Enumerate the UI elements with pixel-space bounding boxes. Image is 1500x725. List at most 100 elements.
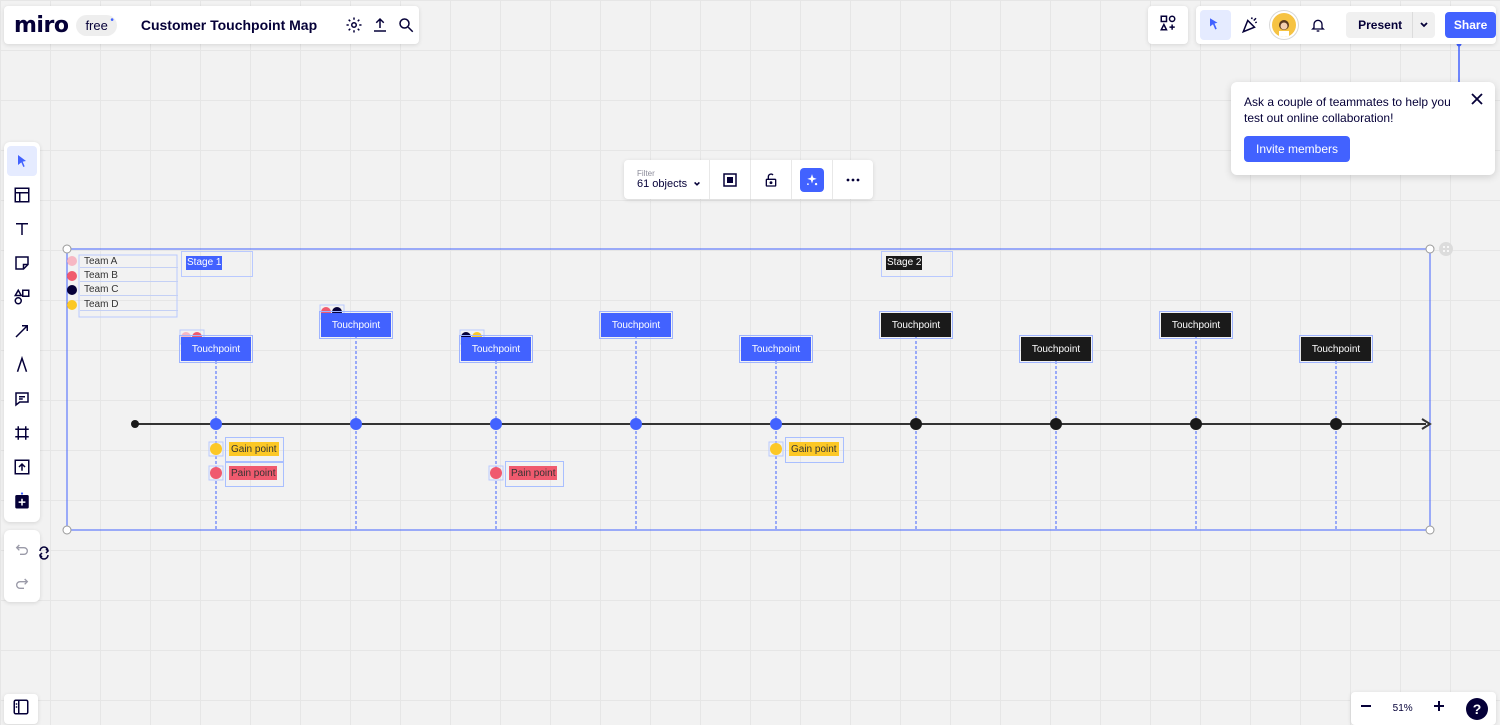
share-button[interactable]: Share: [1445, 12, 1496, 38]
celebrate-icon[interactable]: [1234, 10, 1265, 40]
pen-icon[interactable]: [7, 350, 37, 380]
select-icon[interactable]: [7, 146, 37, 176]
pain-point-note[interactable]: Pain point: [229, 466, 278, 480]
chevron-down-icon: [694, 181, 701, 186]
stage-1-text: Stage 1: [186, 256, 223, 270]
touchpoint-card[interactable]: Touchpoint: [879, 311, 953, 339]
legend-label: Team C: [80, 284, 178, 296]
present-label: Present: [1358, 18, 1403, 32]
comment-icon[interactable]: [7, 384, 37, 414]
legend-item[interactable]: Team C: [80, 284, 178, 296]
zoom-out-icon[interactable]: [1359, 699, 1373, 718]
legend-dot-team-a: [67, 256, 77, 266]
legend-frame[interactable]: [78, 254, 178, 318]
timeline-dot: [1330, 418, 1342, 430]
fit-to-frame-icon[interactable]: [710, 160, 751, 199]
popover-text: Ask a couple of teammates to help you te…: [1244, 95, 1451, 125]
legend-label: Team D: [80, 299, 178, 311]
stage-1-label[interactable]: Stage 1: [181, 251, 253, 277]
invite-popover: Ask a couple of teammates to help you te…: [1231, 82, 1495, 175]
filter-dropdown[interactable]: Filter 61 objects: [624, 160, 710, 199]
board-title[interactable]: Customer Touchpoint Map: [140, 17, 318, 33]
timeline-dot: [1190, 418, 1202, 430]
close-icon[interactable]: [1469, 91, 1485, 107]
timeline-start-dot: [131, 420, 139, 428]
plan-badge[interactable]: free: [76, 14, 117, 36]
templates-icon[interactable]: [7, 180, 37, 210]
bell-icon[interactable]: [1303, 10, 1334, 40]
sidebar-icon: [12, 698, 30, 721]
legend-dot-team-c: [67, 285, 77, 295]
resize-handle-bottom-left[interactable]: [62, 525, 72, 535]
pain-dot[interactable]: [490, 467, 502, 479]
reactions-icon[interactable]: [1200, 10, 1232, 40]
help-icon[interactable]: ?: [1465, 697, 1488, 720]
creation-toolbar: [4, 142, 40, 522]
present-button[interactable]: Present: [1346, 12, 1436, 38]
move-handle-icon[interactable]: [1439, 242, 1453, 256]
resize-handle-bottom-right[interactable]: [1425, 525, 1435, 535]
search-icon[interactable]: [397, 12, 415, 38]
connection-line-icon[interactable]: [7, 316, 37, 346]
gain-point-note[interactable]: Gain point: [229, 442, 279, 456]
note-frame: [225, 437, 284, 463]
legend-item[interactable]: Team D: [80, 299, 178, 311]
note-frame: [225, 461, 284, 487]
timeline-dot: [490, 418, 502, 430]
stage-2-label[interactable]: Stage 2: [881, 251, 953, 277]
legend-item[interactable]: Team A: [80, 256, 178, 268]
chevron-down-icon[interactable]: [1412, 12, 1435, 38]
touchpoint-card[interactable]: Touchpoint: [459, 335, 533, 363]
collaboration-bar: Present Share: [1196, 6, 1496, 44]
timeline-dot: [1050, 418, 1062, 430]
touchpoint-card[interactable]: Touchpoint: [599, 311, 673, 339]
zoom-level[interactable]: 51%: [1392, 703, 1413, 714]
touchpoint-card[interactable]: Touchpoint: [1299, 335, 1373, 363]
magic-icon[interactable]: [792, 160, 833, 199]
touchpoint-card[interactable]: Touchpoint: [739, 335, 813, 363]
selection-toolbar: Filter 61 objects: [624, 160, 873, 199]
shapes-icon[interactable]: [7, 282, 37, 312]
board-header: miro free Customer Touchpoint Map: [4, 6, 419, 44]
sticky-note-icon[interactable]: [7, 248, 37, 278]
resize-handle-top-left[interactable]: [62, 244, 72, 254]
touchpoint-card[interactable]: Touchpoint: [1159, 311, 1233, 339]
timeline-dots: [210, 418, 1342, 430]
note-frame: [785, 437, 844, 463]
user-avatar[interactable]: [1269, 10, 1300, 40]
selection-frame[interactable]: [66, 248, 1431, 531]
settings-icon[interactable]: [345, 12, 363, 38]
redo-icon[interactable]: [7, 568, 37, 598]
upload-icon[interactable]: [7, 452, 37, 482]
more-options-icon[interactable]: [833, 160, 873, 199]
apps-button[interactable]: [1148, 6, 1188, 44]
legend-item[interactable]: Team B: [80, 270, 178, 282]
touchpoint-card[interactable]: Touchpoint: [1019, 335, 1093, 363]
history-toolbar: [4, 530, 40, 602]
touchpoint-card[interactable]: Touchpoint: [319, 311, 393, 339]
zoom-in-icon[interactable]: [1432, 699, 1446, 718]
filter-count: 61 objects: [637, 178, 688, 190]
resize-handle-top-right[interactable]: [1425, 244, 1435, 254]
add-apps-icon[interactable]: [7, 486, 37, 516]
miro-logo[interactable]: miro: [14, 12, 69, 38]
timeline-dot: [630, 418, 642, 430]
invite-members-button[interactable]: Invite members: [1244, 136, 1350, 162]
lock-icon[interactable]: [751, 160, 792, 199]
avatar: [1270, 11, 1299, 39]
pain-point-note[interactable]: Pain point: [509, 466, 558, 480]
pain-dot[interactable]: [210, 467, 222, 479]
export-icon[interactable]: [371, 12, 389, 38]
gain-dot[interactable]: [210, 443, 222, 455]
gain-point-note[interactable]: Gain point: [789, 442, 839, 456]
gain-dot[interactable]: [770, 443, 782, 455]
touchpoint-card[interactable]: Touchpoint: [179, 335, 253, 363]
text-icon[interactable]: [7, 214, 37, 244]
timeline-dot: [210, 418, 222, 430]
frame-icon[interactable]: [7, 418, 37, 448]
legend-label: Team A: [80, 256, 178, 268]
sidebar-toggle-button[interactable]: [4, 694, 38, 724]
undo-icon[interactable]: [7, 534, 37, 564]
apps-icon: [1159, 14, 1177, 37]
